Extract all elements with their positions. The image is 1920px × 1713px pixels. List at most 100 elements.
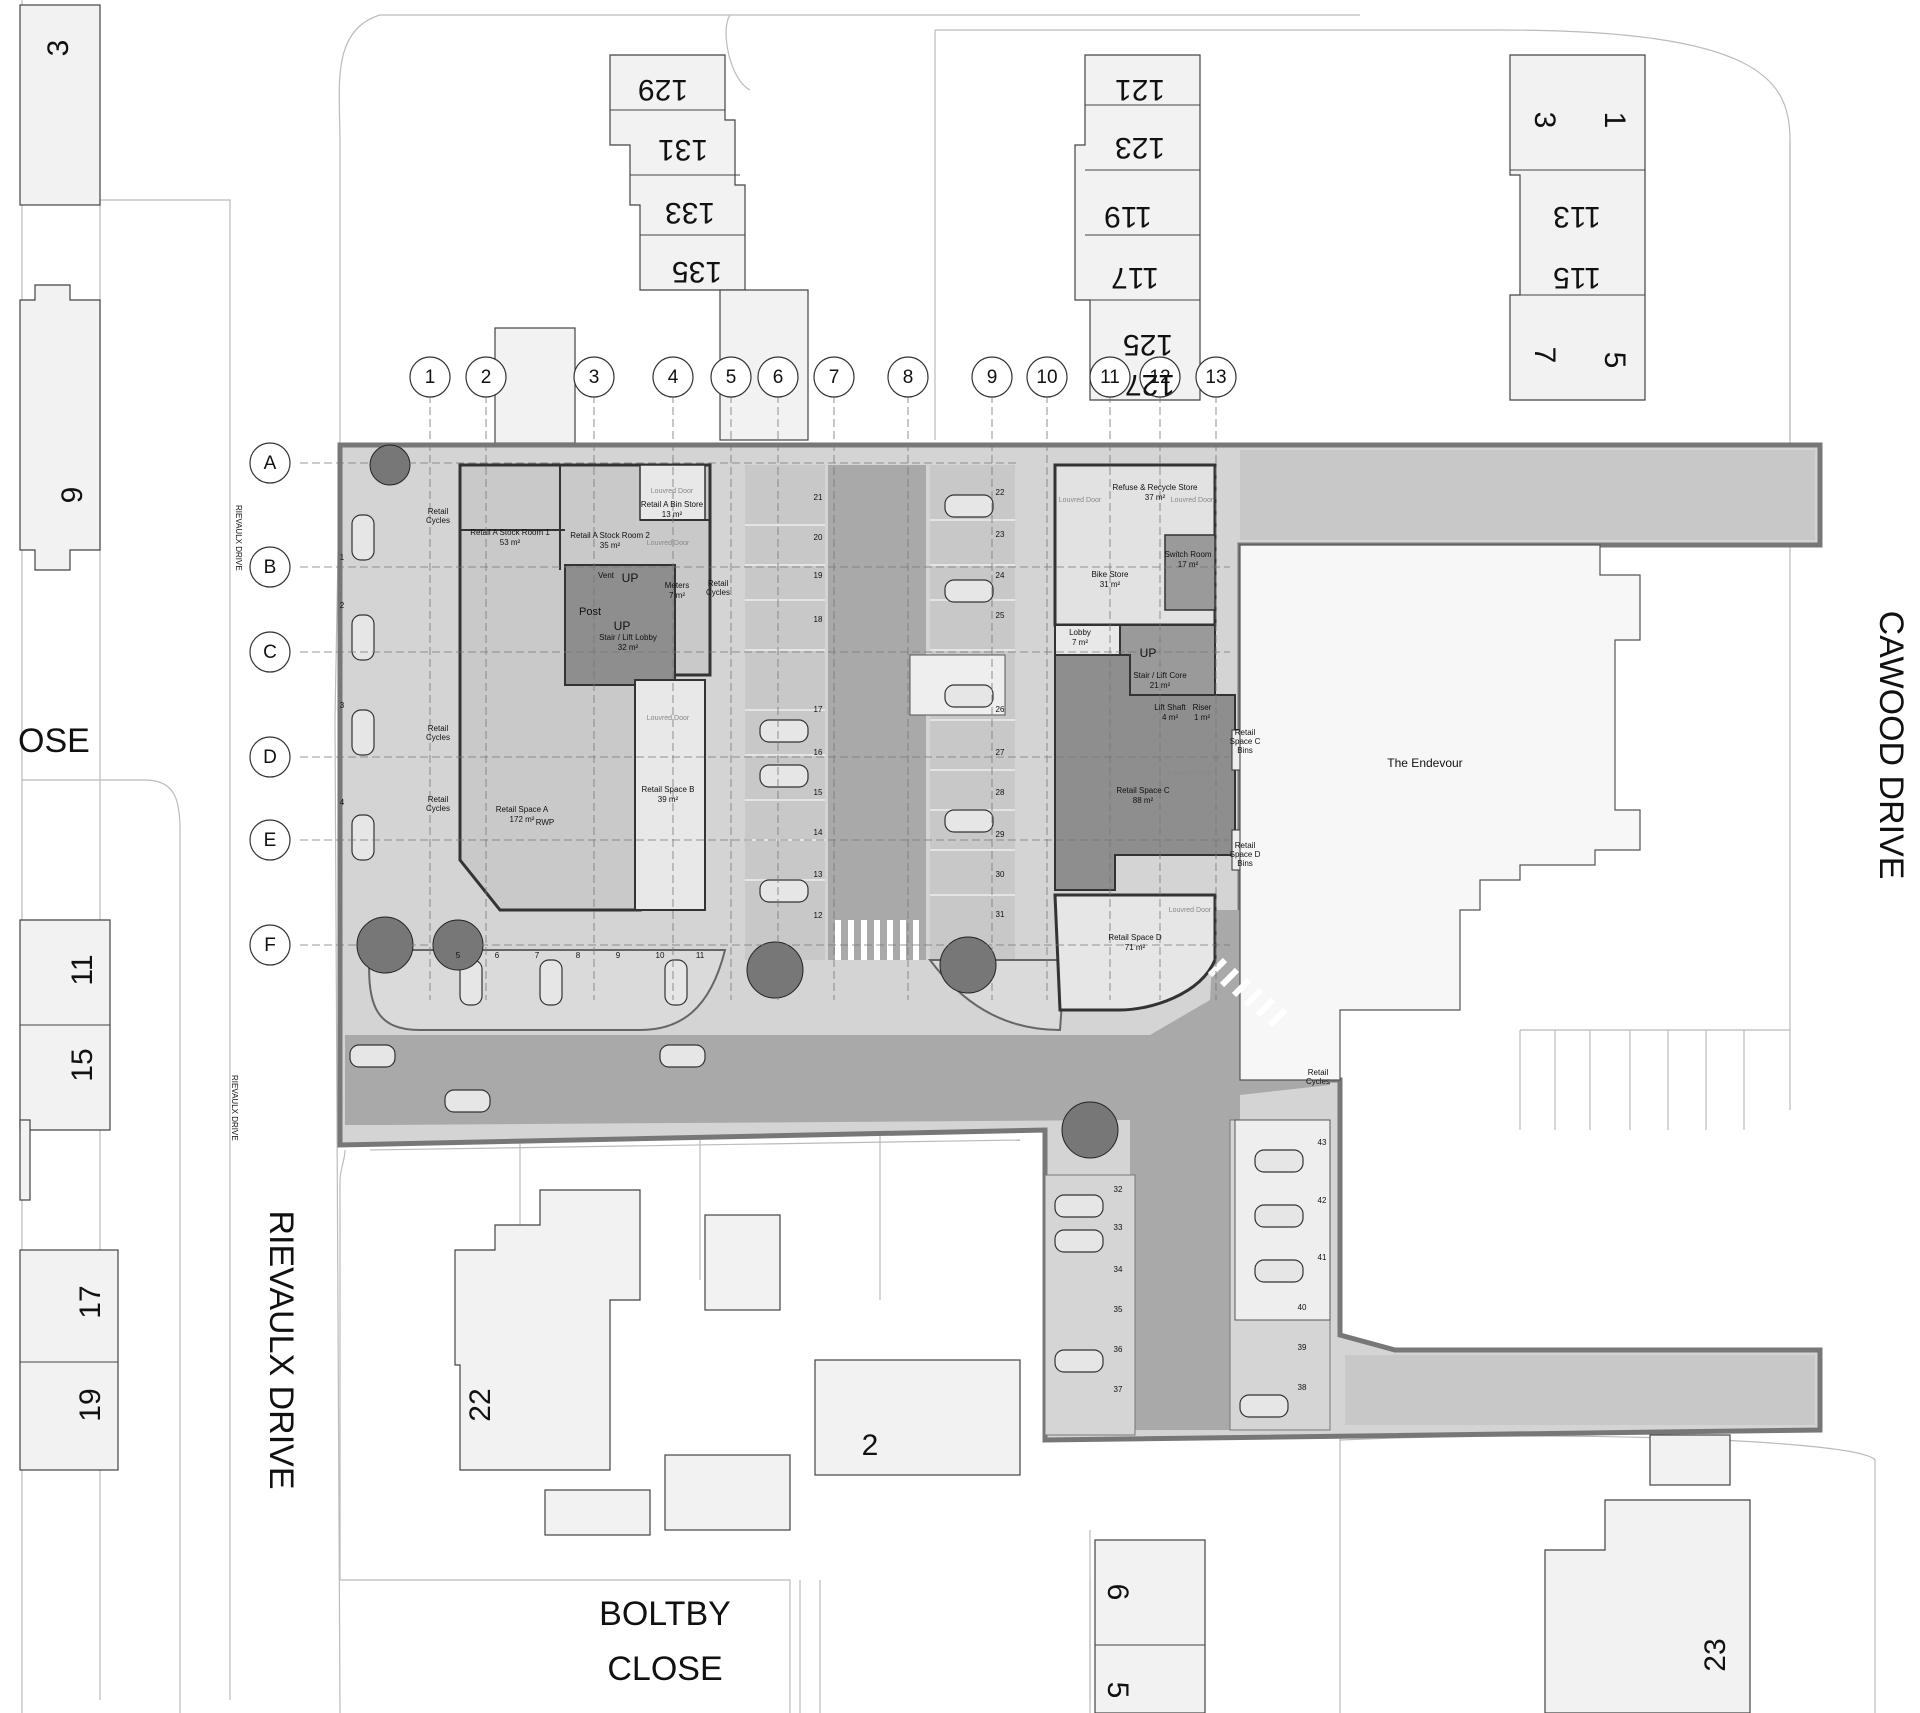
svg-text:71 m²: 71 m² <box>1125 943 1146 952</box>
svg-text:7 m²: 7 m² <box>669 591 685 600</box>
svg-text:2: 2 <box>862 1429 879 1462</box>
svg-text:88 m²: 88 m² <box>1133 796 1154 805</box>
svg-text:3: 3 <box>1528 112 1561 129</box>
svg-text:13: 13 <box>814 870 823 879</box>
grid-col-11: 11 <box>1089 356 1131 398</box>
svg-text:22: 22 <box>464 1388 497 1421</box>
east-building <box>1053 463 1255 1012</box>
svg-text:117: 117 <box>1111 261 1159 294</box>
svg-text:32 m²: 32 m² <box>618 643 639 652</box>
cars <box>349 494 1304 1418</box>
svg-text:7: 7 <box>829 367 840 388</box>
svg-text:123: 123 <box>1115 131 1165 164</box>
svg-text:12: 12 <box>814 911 823 920</box>
svg-text:121: 121 <box>1115 73 1165 106</box>
bike-store-label: Bike Store <box>1092 570 1129 579</box>
grid-row-a: A <box>249 442 291 484</box>
svg-text:A: A <box>264 453 277 474</box>
house-17-19 <box>19 1249 119 1471</box>
retail-d-block <box>1053 893 1217 1012</box>
ose-label: OSE <box>18 722 90 760</box>
svg-text:28: 28 <box>996 788 1005 797</box>
grid-col-3: 3 <box>573 356 615 398</box>
svg-text:8: 8 <box>903 367 914 388</box>
svg-text:17: 17 <box>74 1285 107 1318</box>
svg-text:19: 19 <box>74 1388 107 1421</box>
svg-text:3: 3 <box>340 701 345 710</box>
svg-text:Space C: Space C <box>1230 737 1261 746</box>
grid-col-9: 9 <box>971 356 1013 398</box>
svg-text:Louvred Door: Louvred Door <box>647 540 690 547</box>
svg-text:Louvred Door: Louvred Door <box>651 488 694 495</box>
room-labels: Retail A Stock Room 1 53 m² Retail A Sto… <box>470 483 1462 952</box>
svg-text:41: 41 <box>1318 1253 1327 1262</box>
grid-col-12: 12 <box>1139 356 1181 398</box>
svg-text:43: 43 <box>1318 1138 1327 1147</box>
up-label-2: UP <box>614 619 631 633</box>
svg-text:Louvred Door: Louvred Door <box>1171 497 1214 504</box>
svg-text:9: 9 <box>987 367 998 388</box>
grid-col-13: 13 <box>1195 356 1237 398</box>
stair-core-label: Stair / Lift Core <box>1133 671 1187 680</box>
svg-text:Louvred Door: Louvred Door <box>1169 770 1212 777</box>
svg-text:29: 29 <box>996 830 1005 839</box>
svg-text:Cycles: Cycles <box>426 516 450 525</box>
refuse-store-label: Refuse & Recycle Store <box>1113 483 1198 492</box>
grid-col-5: 5 <box>710 356 752 398</box>
grid-col-1: 1 <box>409 356 451 398</box>
meters-label: Meters <box>665 581 689 590</box>
svg-text:33: 33 <box>1114 1223 1123 1232</box>
svg-text:RIEVAULX DRIVE: RIEVAULX DRIVE <box>234 505 243 571</box>
house-number-labels: 3 9 11 15 17 19 22 2 6 5 23 129 131 133 … <box>42 40 1732 1699</box>
svg-text:19: 19 <box>814 571 823 580</box>
grid-row-bubbles: A B C D E F <box>249 442 291 966</box>
svg-text:36: 36 <box>1114 1345 1123 1354</box>
svg-text:Cycles: Cycles <box>426 804 450 813</box>
svg-text:39: 39 <box>1298 1343 1307 1352</box>
grid-col-4: 4 <box>652 356 694 398</box>
svg-text:1: 1 <box>340 553 345 562</box>
grid-row-f: F <box>249 924 291 966</box>
svg-text:37 m²: 37 m² <box>1145 493 1166 502</box>
svg-text:23: 23 <box>996 530 1005 539</box>
retail-b-label: Retail Space B <box>642 785 695 794</box>
svg-text:34: 34 <box>1114 1265 1123 1274</box>
svg-text:Retail: Retail <box>428 724 449 733</box>
svg-text:129: 129 <box>638 73 688 106</box>
svg-text:7: 7 <box>1528 347 1561 364</box>
svg-text:E: E <box>264 830 277 851</box>
svg-text:3: 3 <box>589 367 600 388</box>
svg-text:1 m²: 1 m² <box>1194 713 1210 722</box>
grid-col-2: 2 <box>465 356 507 398</box>
rievaulx-drive-label: RIEVAULX DRIVE <box>262 1210 300 1489</box>
house-9 <box>19 284 101 571</box>
svg-text:Bins: Bins <box>1237 859 1253 868</box>
retail-b-block <box>634 679 706 911</box>
svg-text:38: 38 <box>1298 1383 1307 1392</box>
grid-column-bubbles: 1 2 3 4 5 6 7 8 9 10 11 12 13 <box>409 356 1237 398</box>
svg-text:3: 3 <box>42 40 75 57</box>
lift-shaft-label: Lift Shaft <box>1154 703 1186 712</box>
structural-grid <box>300 395 1230 1000</box>
svg-text:C: C <box>263 642 277 663</box>
svg-text:27: 27 <box>996 748 1005 757</box>
svg-text:135: 135 <box>672 255 722 288</box>
svg-text:Retail: Retail <box>1308 1068 1329 1077</box>
house-3-left <box>19 4 101 206</box>
lobby-label: Lobby <box>1069 628 1091 637</box>
svg-text:Louvred Door: Louvred Door <box>1059 497 1102 504</box>
svg-text:5: 5 <box>1101 1682 1134 1699</box>
svg-text:5: 5 <box>1598 352 1631 369</box>
svg-text:39 m²: 39 m² <box>658 795 679 804</box>
grid-col-7: 7 <box>813 356 855 398</box>
cawood-drive-label: CAWOOD DRIVE <box>1872 611 1910 880</box>
svg-text:53 m²: 53 m² <box>500 538 521 547</box>
west-building <box>458 463 712 912</box>
svg-text:Cycles: Cycles <box>706 588 730 597</box>
svg-text:24: 24 <box>996 571 1005 580</box>
door-labels: Louvred Door Louvred Door Louvred Door L… <box>647 488 1214 914</box>
retail-d-bins-label: Retail <box>1235 841 1256 850</box>
svg-text:21 m²: 21 m² <box>1150 681 1171 690</box>
svg-text:F: F <box>264 935 276 956</box>
grid-row-c: C <box>249 631 291 673</box>
